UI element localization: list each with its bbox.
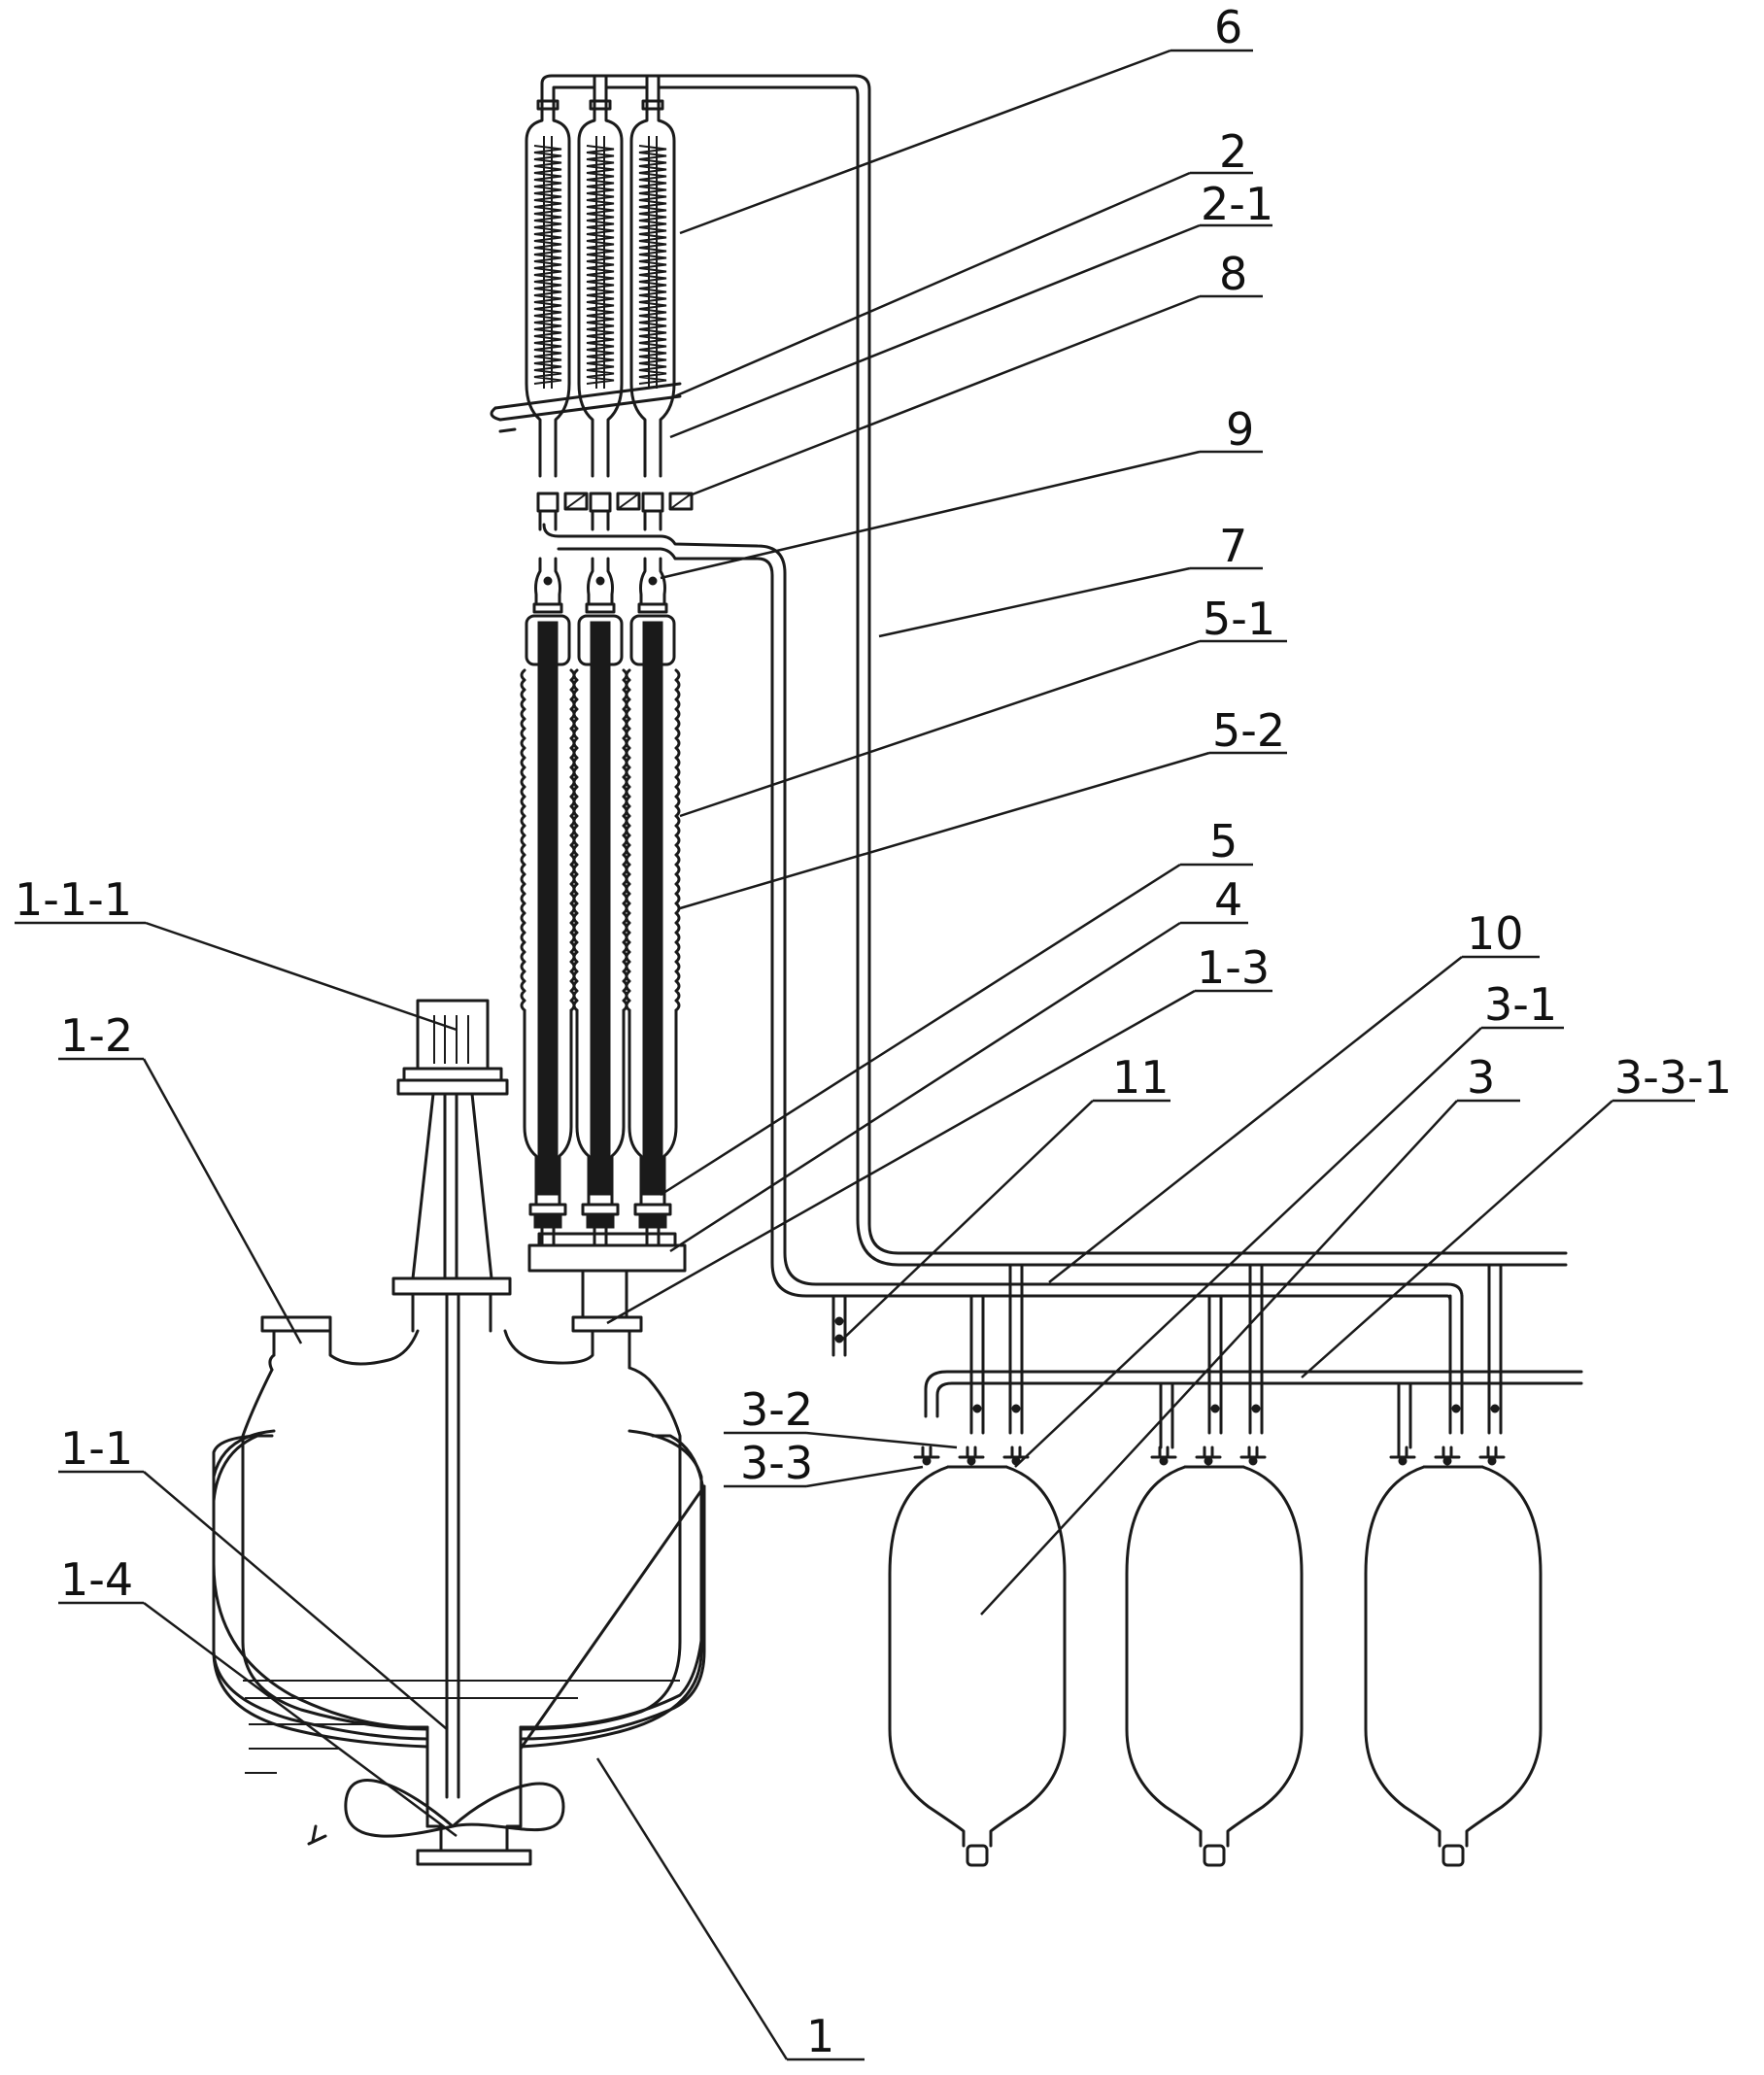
tank-outlet	[966, 1844, 989, 1867]
label-5: 5	[1209, 815, 1238, 867]
tank-body	[888, 1465, 1067, 1848]
label-5-2: 5-2	[1212, 704, 1285, 757]
joint-9	[534, 557, 561, 606]
joint-9	[587, 557, 614, 606]
inner-tube-5-2	[590, 621, 611, 1196]
label-6: 6	[1214, 1, 1242, 53]
nozzle-1-2-flange	[260, 1315, 332, 1333]
label-1-1: 1-1	[60, 1422, 133, 1475]
condenser-column-1	[520, 99, 589, 1247]
valves	[972, 1404, 1500, 1413]
bellows-5-1	[625, 668, 631, 1012]
tank-body	[1364, 1465, 1543, 1848]
stirrer-mount-flange	[391, 1276, 512, 1296]
condenser-columns	[490, 99, 694, 1247]
stirrer	[344, 999, 565, 1838]
receiver-tanks	[888, 1446, 1543, 1867]
inner-tube-5-2	[537, 621, 559, 1196]
stirrer-support	[411, 1092, 493, 1280]
label-2-1: 2-1	[1201, 178, 1273, 230]
valve-8	[536, 492, 560, 513]
pipe-9-inner	[557, 547, 1452, 1372]
label-1-2: 1-2	[60, 1009, 133, 1062]
label-3-2: 3-2	[740, 1383, 813, 1436]
nozzle-1-3-flange	[571, 1315, 643, 1333]
tank-3	[1364, 1446, 1543, 1867]
tank-outlet	[1203, 1844, 1226, 1867]
label-8: 8	[1219, 248, 1247, 300]
impeller	[344, 1779, 565, 1838]
label-4: 4	[1214, 873, 1242, 926]
bellows-5-1	[572, 668, 579, 1012]
label-3-3-1: 3-3-1	[1614, 1051, 1732, 1104]
upper-condenser	[525, 107, 571, 478]
reactor-nozzles	[260, 1276, 643, 1333]
label-10: 10	[1467, 907, 1524, 960]
label-3-3: 3-3	[740, 1437, 813, 1489]
pipe-7-outer	[540, 74, 1568, 1255]
label-1-1-1: 1-1-1	[15, 873, 132, 926]
tank-outlet	[1442, 1844, 1465, 1867]
label-3-1: 3-1	[1484, 978, 1557, 1031]
label-9: 9	[1226, 403, 1254, 456]
inner-tube-5-2	[642, 621, 663, 1196]
label-1-4: 1-4	[60, 1553, 133, 1606]
condenser-column-3	[625, 99, 694, 1247]
pipe-9-outer	[542, 523, 1464, 1372]
tank-2	[1125, 1446, 1304, 1867]
pipe-3-3-1-inner	[935, 1381, 1583, 1418]
coil	[533, 145, 562, 385]
coil	[586, 145, 615, 385]
pipe-3-3-1-outer	[924, 1370, 1583, 1418]
pipelines	[540, 74, 1583, 1449]
leader-lines	[15, 49, 1695, 2061]
motor	[416, 999, 490, 1071]
label-11: 11	[1112, 1051, 1170, 1104]
bellows-5-1	[520, 668, 526, 1012]
label-3: 3	[1467, 1051, 1495, 1104]
valve-8	[641, 492, 664, 513]
tank-1	[888, 1446, 1067, 1867]
outlet-11	[831, 1294, 847, 1357]
upper-condenser	[629, 107, 676, 478]
joint-9	[639, 557, 666, 606]
coil	[638, 145, 667, 385]
label-7: 7	[1219, 520, 1247, 572]
upper-condenser	[577, 107, 624, 478]
label-1-3: 1-3	[1197, 941, 1270, 994]
bottom-outlet-flange	[416, 1849, 532, 1866]
base-plate	[527, 1243, 687, 1273]
label-1: 1	[806, 2010, 834, 2062]
valve-8	[589, 492, 612, 513]
label-5-1: 5-1	[1203, 593, 1275, 645]
pipe-7-inner	[552, 85, 1568, 1267]
callout-labels: 6 2 2-1 8 9 7 5-1 5-2 5 4 1-3 10 3-1 11 …	[15, 1, 1732, 2062]
inner-vessel	[241, 1366, 682, 1731]
tank-body	[1125, 1465, 1304, 1848]
label-2: 2	[1219, 125, 1247, 178]
pipe-2-1	[493, 382, 682, 433]
